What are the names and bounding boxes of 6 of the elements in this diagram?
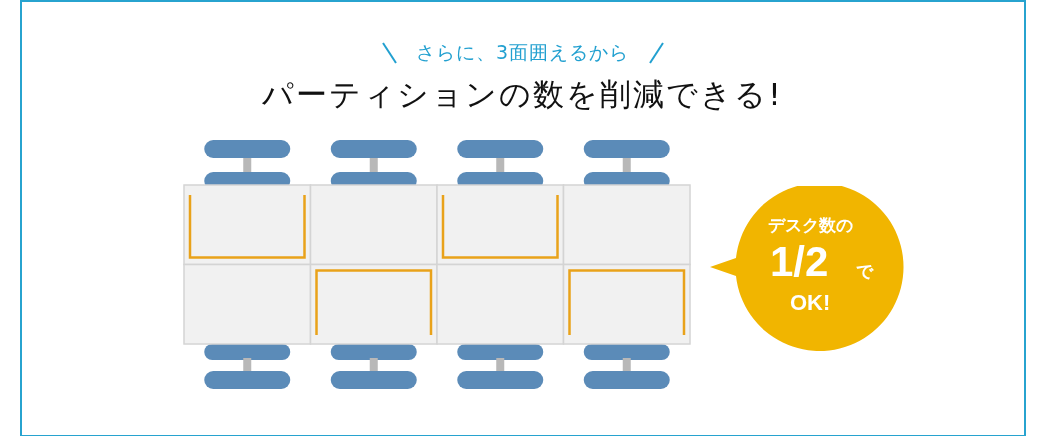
bubble-text: OK!	[790, 290, 831, 316]
bubble-text: で	[856, 261, 873, 283]
title: パーティションの数を削減できる!	[262, 76, 783, 112]
bubble-text: デスク数の	[768, 215, 853, 237]
fraction-text: 1/2	[770, 238, 829, 286]
subheading: さらに、3面囲えるから	[415, 41, 630, 63]
